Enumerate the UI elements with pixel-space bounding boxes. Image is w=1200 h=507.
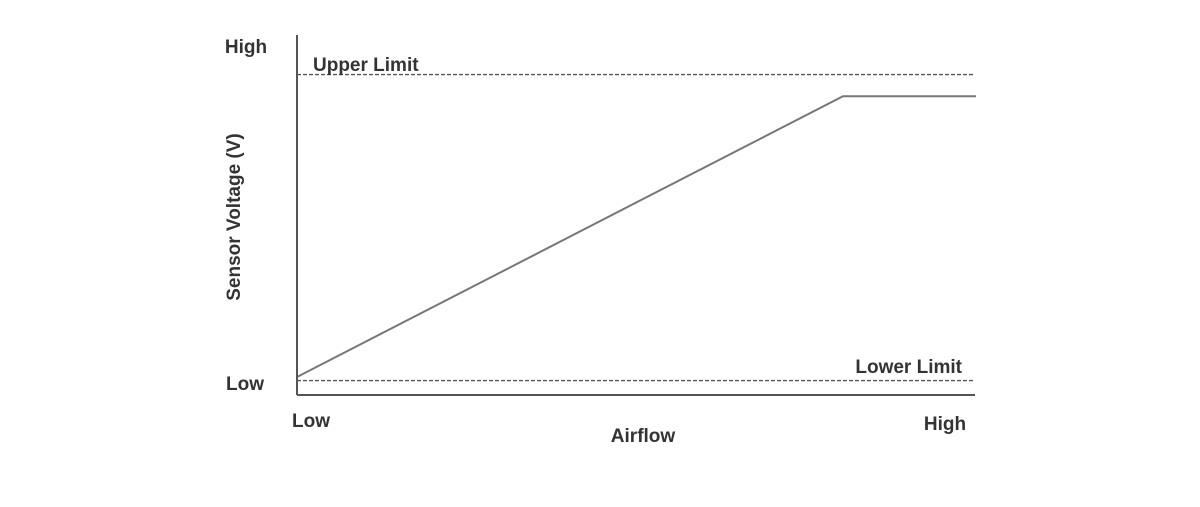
reference-lines [297,73,975,382]
lower-limit-label: Lower Limit [855,357,962,378]
x-tick-label-high: High [924,414,966,435]
x-tick-label-low: Low [292,411,330,432]
series-layer [296,95,976,378]
series-line-0 [296,95,976,378]
y-tick-label-low: Low [226,374,264,395]
axes [296,35,975,396]
x-axis-label: Airflow [611,426,676,447]
y-tick-label-high: High [225,37,267,58]
y-axis-label: Sensor Voltage (V) [224,133,245,301]
labels: High Low Low High Airflow Sensor Voltage… [224,37,966,447]
upper-limit-label: Upper Limit [313,55,419,76]
